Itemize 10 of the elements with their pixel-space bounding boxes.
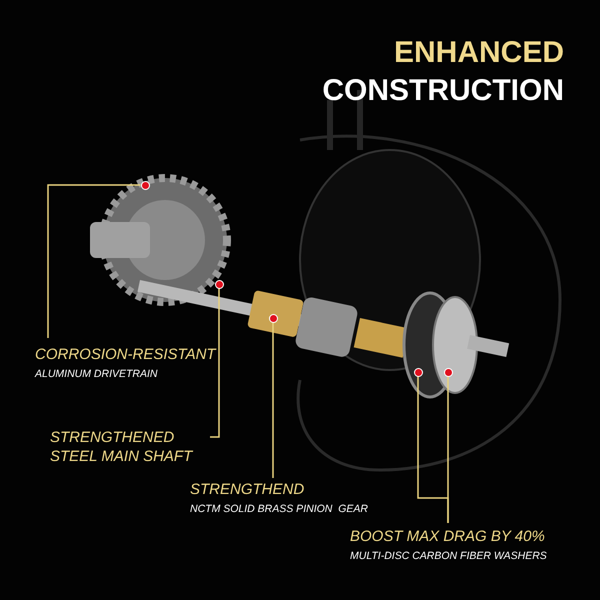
callout-text: ALUMINUM DRIVETRAIN — [35, 367, 158, 382]
title: ENHANCED CONSTRUCTION — [322, 35, 564, 109]
callout-text: NCTM SOLID BRASS PINION GEAR — [190, 502, 368, 517]
callout-heading: STRENGTHENED STEEL MAIN SHAFT — [50, 428, 194, 466]
callout-heading: CORROSION-RESISTANT — [35, 345, 216, 364]
callout-text: MULTI-DISC CARBON FIBER WASHERS — [350, 549, 547, 564]
callout-heading: STRENGTHEND — [190, 480, 304, 499]
leader-line — [447, 376, 449, 523]
marker-dot — [214, 280, 224, 288]
callout-heading: BOOST MAX DRAG BY 40% — [350, 527, 545, 546]
